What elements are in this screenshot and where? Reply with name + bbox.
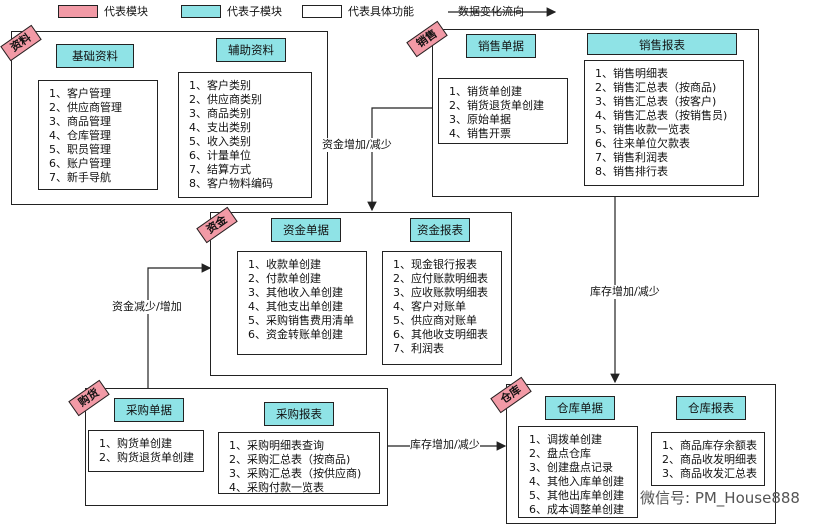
function-item: 3、原始单据 — [449, 113, 511, 126]
legend-label-module: 代表模块 — [104, 5, 148, 18]
edge-label-purchase-to-stock: 库存增加/减少 — [410, 438, 480, 452]
function-item: 4、采购付款一览表 — [229, 481, 324, 494]
function-list-sales-docs: 1、销货单创建 2、销货退货单创建 3、原始单据 4、销售开票 — [438, 78, 568, 144]
legend-swatch-module — [58, 5, 98, 18]
function-item: 3、采购汇总表（按供应商) — [229, 467, 362, 480]
submodule-title-sales-docs: 销售单据 — [466, 34, 536, 58]
edge-label-sales-to-fund: 资金增加/减少 — [322, 138, 392, 152]
function-item: 2、采购汇总表（按商品) — [229, 453, 351, 466]
function-item: 3、商品管理 — [49, 115, 111, 128]
function-list-purchase-docs: 1、购货单创建 2、购货退货单创建 — [88, 430, 204, 472]
function-item: 5、其他出库单创建 — [529, 489, 624, 502]
legend-label-flow: 数据变化流向 — [458, 5, 524, 18]
function-item: 6、账户管理 — [49, 157, 111, 170]
function-list-fund-reports: 1、现金银行报表 2、应付账款明细表 3、应收账款明细表 4、客户对账单 5、供… — [382, 251, 502, 365]
function-item: 5、销售收款一览表 — [595, 123, 690, 136]
function-item: 4、其他支出单创建 — [248, 300, 343, 313]
function-item: 2、应付账款明细表 — [393, 272, 488, 285]
function-list-warehouse-reports: 1、商品库存余额表 2、商品收发明细表 3、商品收发汇总表 — [651, 432, 765, 486]
function-item: 2、购货退货单创建 — [99, 451, 194, 464]
function-item: 3、销售汇总表（按客户) — [595, 95, 717, 108]
function-item: 6、资金转账单创建 — [248, 328, 343, 341]
legend-label-submodule: 代表子模块 — [227, 5, 282, 18]
submodule-title-purchase-reports: 采购报表 — [264, 402, 334, 426]
submodule-title-sales-reports: 销售报表 — [587, 33, 737, 55]
function-item: 2、盘点仓库 — [529, 447, 591, 460]
function-item: 1、客户类别 — [189, 79, 251, 92]
function-item: 4、销售汇总表（按销售员) — [595, 109, 728, 122]
watermark: 微信号: PM_House888 — [640, 489, 800, 507]
function-item: 6、计量单位 — [189, 149, 251, 162]
function-item: 2、供应商类别 — [189, 93, 262, 106]
function-item: 3、商品收发汇总表 — [662, 467, 757, 480]
function-item: 5、采购销售费用清单 — [248, 314, 354, 327]
edge-label-sales-to-stock: 库存增加/减少 — [590, 285, 660, 299]
function-item: 8、销售排行表 — [595, 165, 668, 178]
function-item: 4、仓库管理 — [49, 129, 111, 142]
function-list-basic: 1、客户管理 2、供应商管理 3、商品管理 4、仓库管理 5、职员管理 6、账户… — [38, 80, 158, 190]
submodule-title-warehouse-docs: 仓库单据 — [545, 396, 615, 420]
legend-label-function: 代表具体功能 — [348, 5, 414, 18]
function-item: 2、付款单创建 — [248, 272, 321, 285]
function-item: 1、销售明细表 — [595, 67, 668, 80]
submodule-title-aux: 辅助资料 — [216, 38, 286, 62]
function-item: 1、购货单创建 — [99, 437, 172, 450]
function-list-sales-reports: 1、销售明细表 2、销售汇总表（按商品) 3、销售汇总表（按客户) 4、销售汇总… — [584, 60, 744, 186]
function-item: 2、商品收发明细表 — [662, 453, 757, 466]
function-item: 2、销售汇总表（按商品) — [595, 81, 717, 94]
function-item: 1、销货单创建 — [449, 85, 522, 98]
function-list-fund-docs: 1、收款单创建 2、付款单创建 3、其他收入单创建 4、其他支出单创建 5、采购… — [237, 251, 367, 355]
function-item: 8、客户物料编码 — [189, 177, 273, 190]
function-item: 5、职员管理 — [49, 143, 111, 156]
function-item: 4、支出类别 — [189, 121, 251, 134]
function-list-warehouse-docs: 1、调拨单创建 2、盘点仓库 3、创建盘点记录 4、其他入库单创建 5、其他出库… — [518, 426, 638, 518]
function-item: 3、其他收入单创建 — [248, 286, 343, 299]
legend-swatch-submodule — [181, 5, 221, 18]
function-item: 5、供应商对账单 — [393, 314, 477, 327]
function-item: 7、利润表 — [393, 342, 444, 355]
function-item: 4、销售开票 — [449, 127, 511, 140]
function-list-purchase-reports: 1、采购明细表查询 2、采购汇总表（按商品) 3、采购汇总表（按供应商) 4、采… — [218, 432, 380, 494]
function-item: 5、收入类别 — [189, 135, 251, 148]
submodule-title-basic: 基础资料 — [56, 44, 134, 68]
submodule-title-purchase-docs: 采购单据 — [114, 398, 184, 422]
function-item: 2、供应商管理 — [49, 101, 122, 114]
function-item: 1、调拨单创建 — [529, 433, 602, 446]
edge-label-purchase-to-fund: 资金减少/增加 — [112, 300, 182, 314]
function-item: 6、往来单位欠款表 — [595, 137, 690, 150]
function-item: 1、商品库存余额表 — [662, 439, 757, 452]
function-item: 3、创建盘点记录 — [529, 461, 613, 474]
legend-swatch-function — [302, 5, 342, 18]
submodule-title-warehouse-reports: 仓库报表 — [676, 396, 746, 420]
function-item: 1、收款单创建 — [248, 258, 321, 271]
submodule-title-fund-docs: 资金单据 — [271, 218, 341, 242]
function-item: 1、采购明细表查询 — [229, 439, 324, 452]
function-item: 7、新手导航 — [49, 171, 111, 184]
function-item: 1、客户管理 — [49, 87, 111, 100]
function-item: 3、应收账款明细表 — [393, 286, 488, 299]
function-item: 7、结算方式 — [189, 163, 251, 176]
function-item: 4、其他入库单创建 — [529, 475, 624, 488]
submodule-title-fund-reports: 资金报表 — [410, 218, 470, 242]
function-item: 6、其他收支明细表 — [393, 328, 488, 341]
function-list-aux: 1、客户类别 2、供应商类别 3、商品类别 4、支出类别 5、收入类别 6、计量… — [178, 72, 312, 198]
function-item: 3、商品类别 — [189, 107, 251, 120]
function-item: 6、成本调整单创建 — [529, 503, 624, 516]
arrow-purchase-to-fund — [147, 263, 212, 388]
function-item: 1、现金银行报表 — [393, 258, 477, 271]
function-item: 7、销售利润表 — [595, 151, 668, 164]
function-item: 2、销货退货单创建 — [449, 99, 544, 112]
arrow-sales-to-fund — [367, 107, 432, 212]
function-item: 4、客户对账单 — [393, 300, 466, 313]
